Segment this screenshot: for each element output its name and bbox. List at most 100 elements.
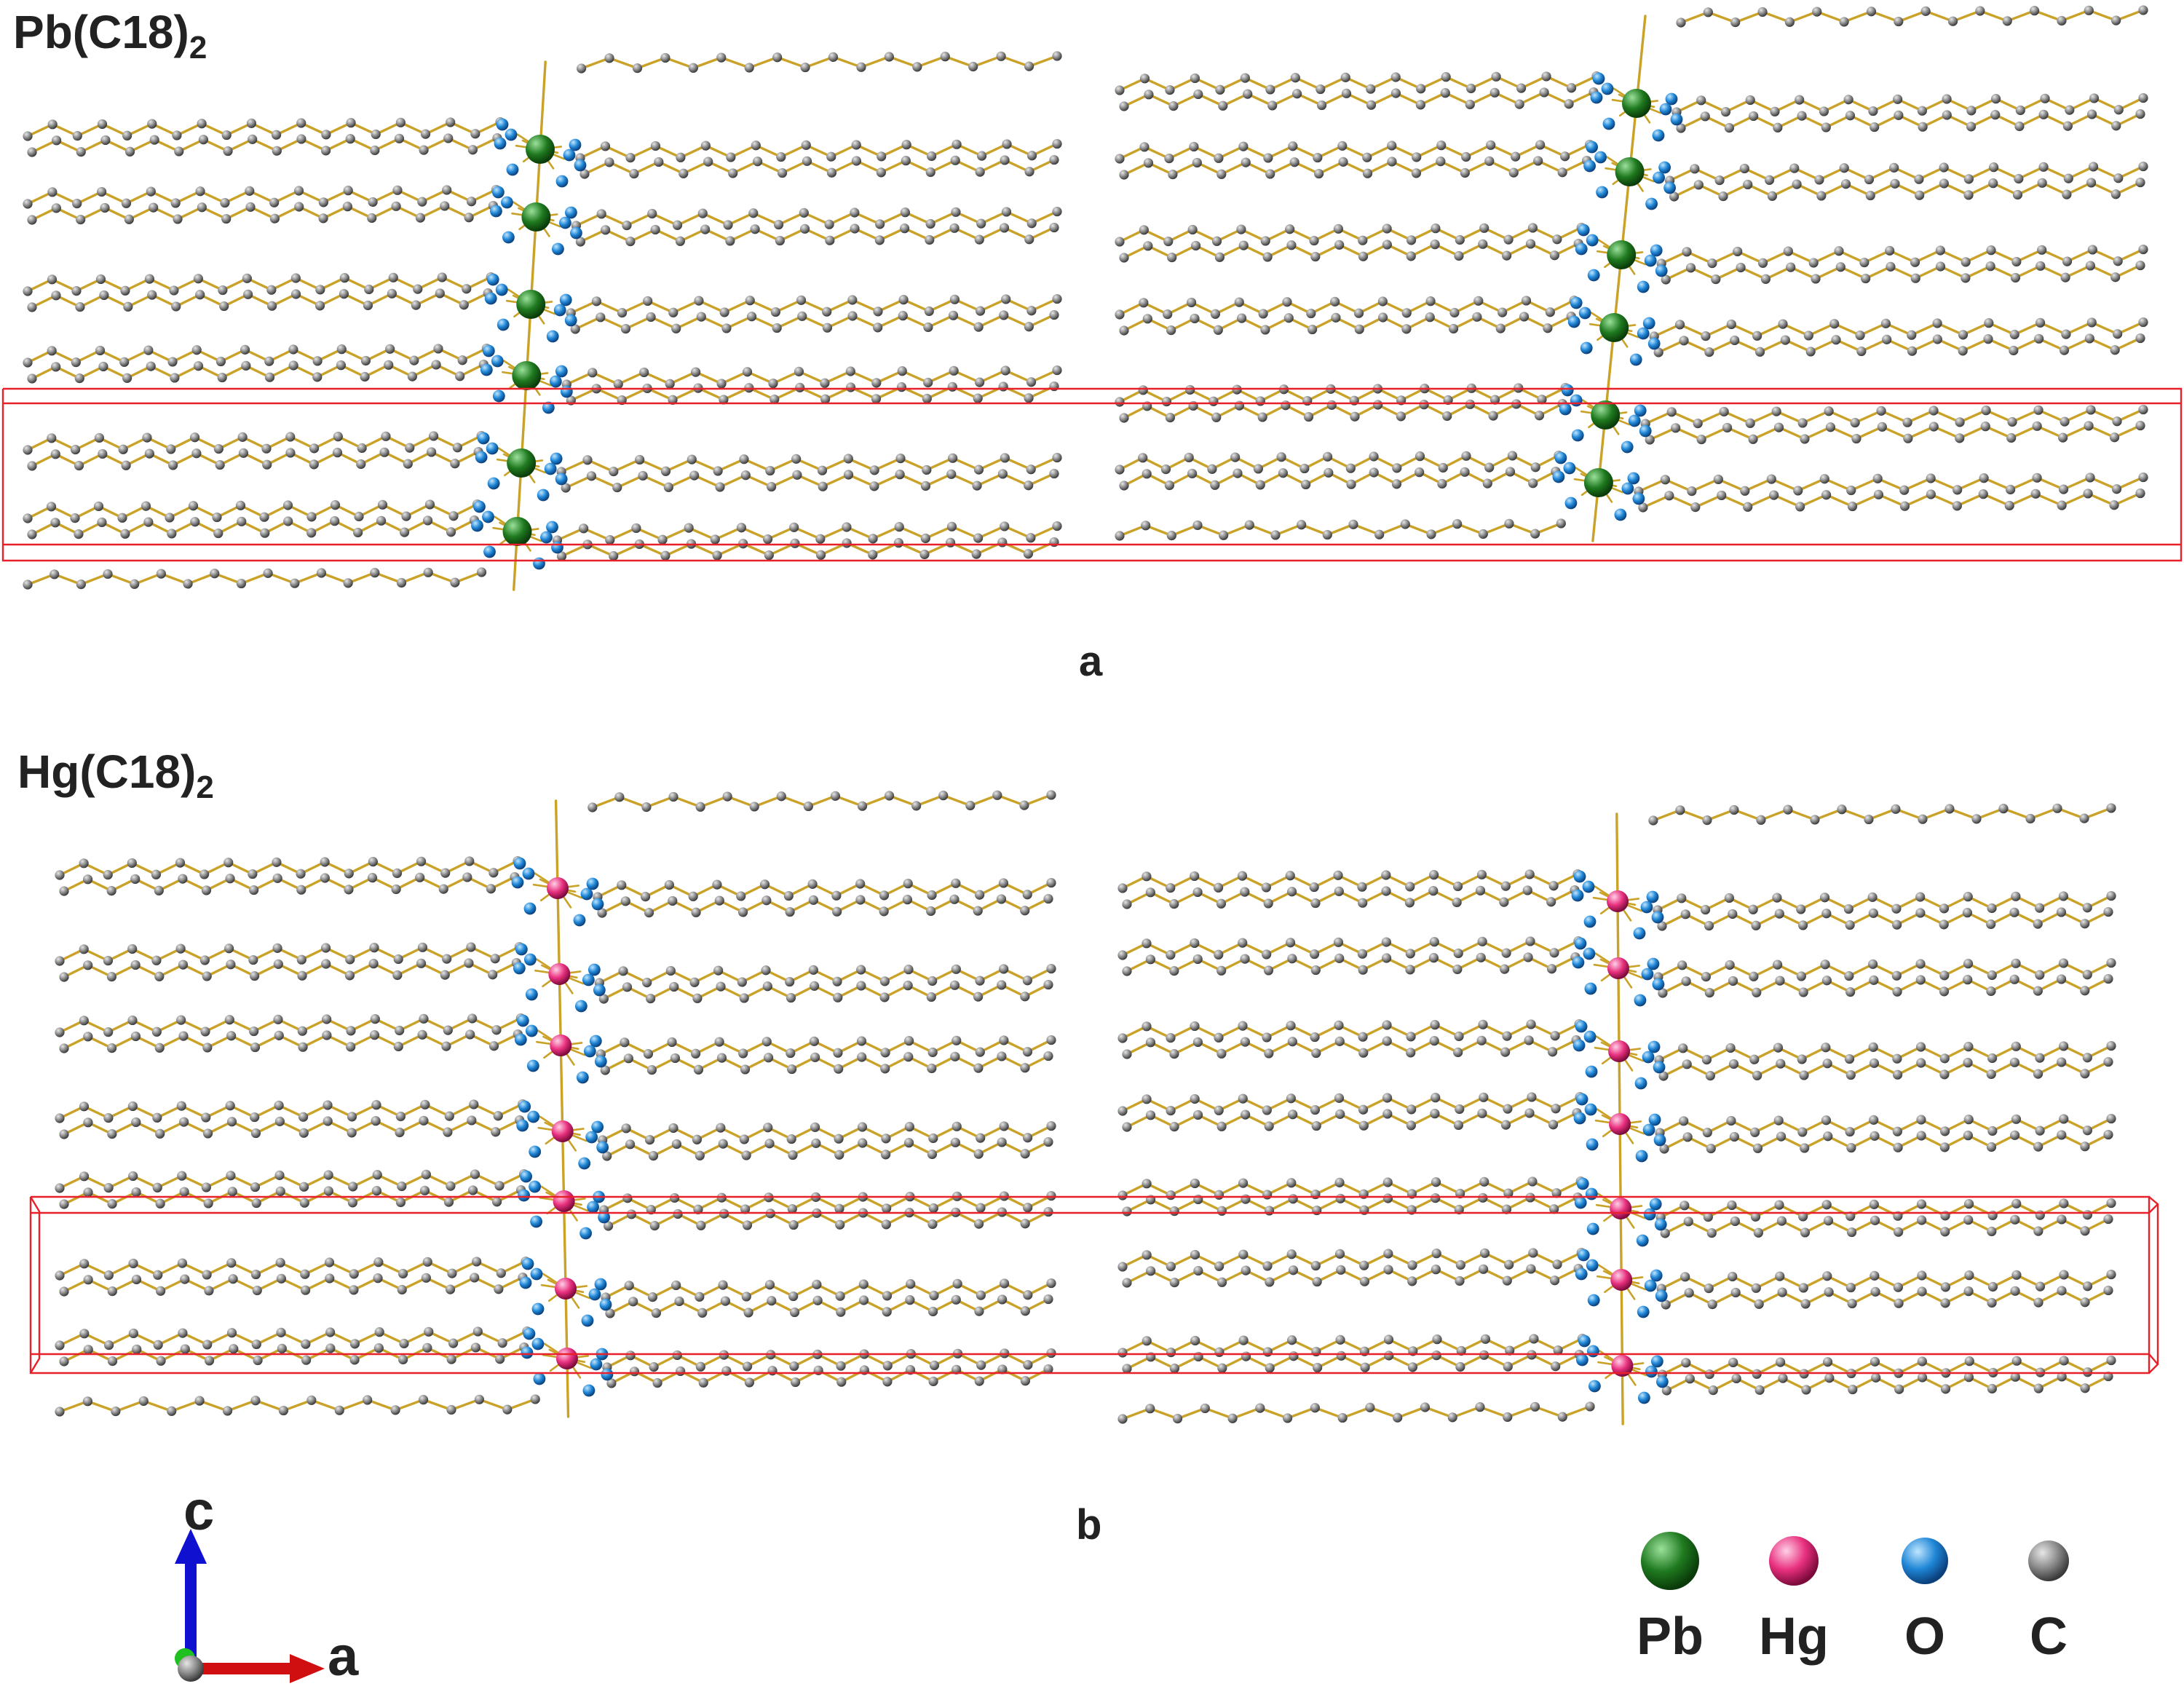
c-atom	[1541, 71, 1551, 82]
c-atom	[1479, 223, 1489, 233]
c-atom	[1880, 318, 1891, 328]
c-atom	[1519, 312, 1530, 322]
c-atom	[1724, 893, 1734, 903]
c-atom	[1172, 1414, 1183, 1424]
c-atom	[1000, 365, 1010, 376]
c-c-bond	[506, 1398, 537, 1411]
c-atom	[973, 533, 984, 543]
c-atom	[847, 311, 858, 321]
c-atom	[1839, 17, 1849, 27]
c-atom	[1436, 141, 1447, 151]
c-c-bond	[1663, 478, 1693, 493]
c-atom	[719, 307, 729, 317]
c-atom	[2135, 177, 2145, 188]
c-atom	[142, 432, 152, 443]
o-atom	[551, 541, 563, 554]
c-atom	[1348, 519, 1358, 529]
c-atom	[884, 52, 894, 62]
c-atom	[1986, 1069, 1996, 1080]
c-atom	[764, 1139, 775, 1149]
c-atom	[1142, 871, 1152, 882]
c-atom	[1454, 1204, 1464, 1215]
c-atom	[1942, 94, 1952, 104]
c-atom	[1166, 1262, 1176, 1272]
axis-c-shaft	[185, 1558, 197, 1660]
c-atom	[1676, 123, 1686, 133]
c-atom	[614, 792, 625, 802]
o-atom	[1653, 1134, 1666, 1147]
c-atom	[767, 1366, 778, 1376]
c-atom	[172, 130, 182, 141]
o-atom	[1559, 403, 1572, 416]
c-atom	[772, 323, 782, 333]
c-atom	[156, 1356, 166, 1366]
c-atom	[282, 500, 293, 510]
c-atom	[687, 454, 697, 464]
c-atom	[1851, 433, 1861, 444]
c-atom	[1381, 953, 1392, 963]
c-atom	[165, 513, 175, 523]
c-atom	[95, 345, 106, 356]
c-atom	[123, 301, 133, 312]
c-atom	[1805, 347, 1816, 357]
c-atom	[1963, 975, 1973, 985]
c-atom	[901, 156, 911, 166]
c-atom	[2060, 416, 2070, 427]
o-atom	[586, 877, 599, 890]
c-atom	[2060, 272, 2070, 282]
c-atom	[1216, 965, 1227, 976]
c-atom	[697, 1308, 708, 1318]
o-atom	[1651, 911, 1664, 924]
c-atom	[1825, 422, 1836, 432]
c-atom	[775, 235, 785, 246]
c-atom	[23, 286, 33, 296]
c-atom	[587, 802, 598, 812]
c-atom	[1190, 1249, 1200, 1260]
c-atom	[795, 382, 805, 392]
c-atom	[1333, 870, 1343, 880]
c-atom	[602, 1151, 612, 1161]
c-atom	[1431, 224, 1441, 234]
o-atom	[1571, 889, 1584, 902]
c-atom	[2033, 1226, 2043, 1236]
c-atom	[1775, 1271, 1785, 1281]
c-atom	[363, 300, 373, 311]
c-atom	[1829, 319, 1840, 329]
c-atom	[1283, 1413, 1293, 1423]
c-atom	[669, 981, 679, 992]
c-atom	[794, 366, 804, 376]
c-atom	[1216, 1048, 1227, 1059]
c-atom	[649, 1362, 659, 1372]
c-atom	[1660, 1228, 1670, 1238]
c-atom	[100, 135, 111, 146]
c-atom	[997, 980, 1007, 990]
c-atom	[1866, 7, 1877, 17]
c-atom	[128, 1171, 138, 1182]
c-atom	[871, 394, 882, 404]
c-atom	[945, 537, 956, 547]
c-atom	[997, 1137, 1007, 1147]
c-atom	[320, 146, 331, 156]
c-atom	[1359, 1276, 1370, 1286]
c-atom	[212, 512, 222, 523]
c-atom	[1052, 138, 1062, 149]
c-atom	[2038, 109, 2049, 119]
c-atom	[1700, 111, 1710, 122]
c-atom	[1529, 1334, 1539, 1344]
c-atom	[2058, 484, 2069, 494]
c-atom	[363, 1395, 373, 1405]
c-atom	[1795, 502, 1805, 512]
c-atom	[283, 516, 293, 526]
c-atom	[1916, 1115, 1926, 1125]
c-atom	[1023, 1290, 1033, 1300]
c-atom	[296, 134, 306, 144]
c-atom	[1478, 1192, 1488, 1203]
c-atom	[83, 1187, 93, 1198]
c-atom	[694, 296, 704, 306]
c-atom	[1704, 1283, 1714, 1294]
c-atom	[318, 213, 328, 224]
c-atom	[1431, 1249, 1441, 1259]
c-atom	[1539, 87, 1549, 98]
c-atom	[1750, 1211, 1761, 1222]
c-atom	[1502, 1031, 1512, 1041]
